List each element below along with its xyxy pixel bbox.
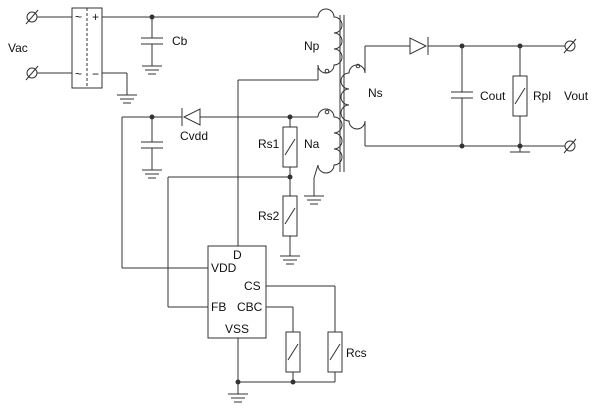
resistor-rs1 — [282, 117, 298, 177]
resistor-rcs — [327, 331, 343, 382]
bridge-minus: − — [92, 67, 99, 81]
ic-pin-d: D — [233, 248, 242, 262]
capacitor-cb — [141, 17, 163, 75]
ground-bridge — [117, 94, 137, 104]
label-rcs: Rcs — [346, 346, 367, 360]
ic-pin-cbc: CBC — [237, 300, 263, 314]
vdd-diode — [181, 108, 201, 126]
output-diode — [409, 37, 429, 55]
resistor-rpl — [510, 46, 530, 153]
resistor-rs2 — [280, 177, 300, 265]
label-vac: Vac — [8, 41, 28, 55]
secondary-winding-ns — [340, 46, 366, 146]
label-rpl: Rpl — [533, 89, 551, 103]
label-ns: Ns — [368, 86, 383, 100]
auxiliary-winding-na — [290, 108, 343, 205]
label-cout: Cout — [480, 89, 506, 103]
ic-pin-vdd: VDD — [211, 261, 237, 275]
ic-pin-vss: VSS — [225, 322, 249, 336]
label-vout: Vout — [564, 89, 589, 103]
ac-input-terminals — [25, 9, 72, 81]
label-rs1: Rs1 — [258, 137, 280, 151]
bridge-ac-bottom: ~ — [75, 67, 82, 81]
label-np: Np — [304, 39, 320, 53]
primary-winding-np — [317, 8, 343, 80]
label-cvdd: Cvdd — [180, 129, 208, 143]
ic-pin-fb: FB — [211, 300, 226, 314]
bridge-rectifier — [71, 7, 103, 89]
capacitor-cout — [451, 46, 473, 146]
controller-ic — [207, 245, 267, 339]
bridge-ac-top: ~ — [75, 10, 82, 24]
output-terminals — [563, 38, 577, 154]
bridge-plus: + — [92, 10, 99, 24]
capacitor-cvdd — [141, 117, 163, 179]
label-cb: Cb — [172, 34, 188, 48]
label-na: Na — [304, 137, 320, 151]
resistor-cbc — [285, 331, 301, 382]
ground-ic — [228, 382, 248, 403]
label-rs2: Rs2 — [258, 209, 280, 223]
ic-pin-cs: CS — [244, 279, 261, 293]
